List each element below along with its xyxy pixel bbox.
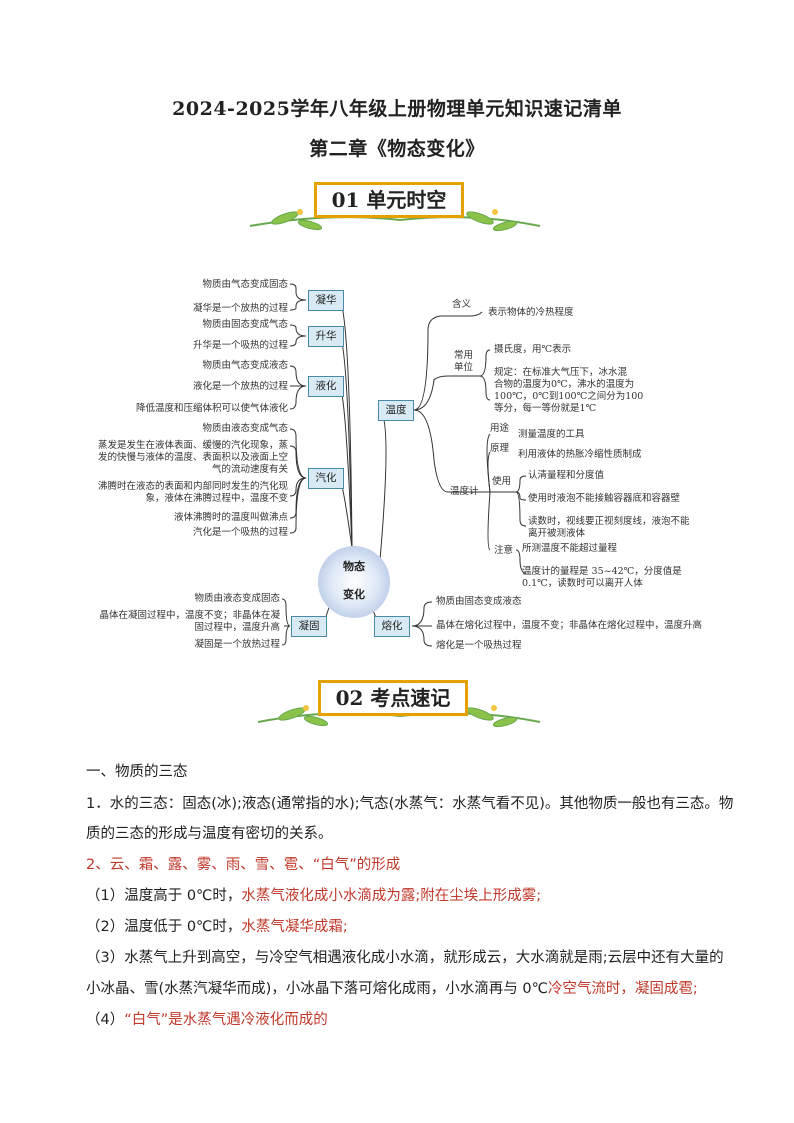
chapter-title: 第二章《物态变化》 [309,138,485,160]
danwei-item: 100℃，0℃到100℃之间分为100 [494,391,644,402]
paragraph-1-line-1: 1．水的三态：固态(冰);液态(通常指的水);气态(水蒸气：水蒸气看不见)。其他… [86,796,734,812]
section-number-2: 02 [335,686,364,710]
list-item-1-lead: （1）温度高于 0℃时， [86,888,242,904]
qihua-item: 液体沸腾时的温度叫做沸点 [173,512,288,523]
yehua-item: 物质由气态变成液态 [202,360,288,371]
shiyong-item: 离开被测液体 [528,528,586,539]
node-ronghua: 熔化 [374,616,410,637]
node-yehua: 液化 [308,376,344,397]
list-item-1: （1）温度高于 0℃时，水蒸气液化成小水滴成为露;附在尘埃上形成雾; [86,884,541,905]
ninghua-item: 物质由气态变成固态 [202,279,288,290]
yongtu-text: 测量温度的工具 [518,429,585,440]
wendu-hanyi-label: 含义 [452,299,472,310]
center-line-1: 物态 [343,560,365,573]
section-heading: 一、物质的三态 [86,764,188,780]
list-item-3-lead: 小冰晶、雪(水蒸汽凝华而成)，小冰晶下落可熔化成雨，小水滴再与 0℃ [86,981,548,997]
paragraph-1-line-2: 质的三态的形成与温度有密切的关系。 [86,826,333,842]
zhuyi-item: 所测温度不能超过量程 [522,543,618,554]
list-item-3-line-2: 小冰晶、雪(水蒸汽凝华而成)，小冰晶下落可熔化成雨，小水滴再与 0℃冷空气流时，… [86,977,698,998]
shiyong-label: 使用 [492,476,512,487]
yongtu-label: 用途 [490,423,510,434]
node-ninggu: 凝固 [291,616,327,637]
ninggu-item: 凝固是一个放热过程 [194,639,280,650]
ninggu-item: 晶体在凝固过程中，温度不变；非晶体在凝 [99,610,280,621]
yehua-item: 降低温度和压缩体积可以使气体液化 [135,403,288,414]
wendu-hanyi-text: 表示物体的冷热程度 [488,307,574,318]
qihua-item: 蒸发是发生在液体表面、缓慢的汽化现象，蒸 [97,440,288,451]
qihua-item: 物质由液态变成气态 [202,423,288,434]
danwei-item: 合物的温度为0℃，沸水的温度为 [494,379,635,390]
section-banner-2: 02 考点速记 [318,680,468,716]
list-item-3-line-1: （3）水蒸气上升到高空，与冷空气相遇液化成小水滴，就形成云，大水滴就是雨;云层中… [86,950,724,966]
zhuyi-item: 0.1℃，读数时可以离开人体 [522,578,643,589]
section-banner-1: 01 单元时空 [314,182,464,218]
node-ninghua: 凝华 [308,290,344,311]
danwei-item: 摄氏度，用℃表示 [494,344,572,355]
node-qihua: 汽化 [308,468,344,489]
list-item-4-lead: （4） [86,1012,125,1028]
zhuyi-label: 注意 [494,545,514,556]
wendu-danwei-label: 常用 [454,350,474,361]
ronghua-item: 熔化是一个吸热过程 [436,640,522,651]
shenghua-item: 升华是一个吸热的过程 [192,340,288,351]
list-item-3-highlight: 冷空气流时，凝固成雹; [547,981,698,997]
zhuyi-item: 温度计的量程是 35~42℃，分度值是 [522,566,682,577]
wendu-danwei-label: 单位 [454,362,474,373]
section-number-1: 01 [331,188,360,212]
leaf-decoration-1 [249,209,541,232]
list-item-4-highlight: “白气”是水蒸气遇冷液化而成的 [124,1012,328,1028]
qihua-item: 发的快慢与液体的温度、表面积以及液面上空 [97,452,288,463]
list-item-1-highlight: 水蒸气液化成小水滴成为露;附在尘埃上形成雾; [241,888,542,904]
list-item-2: （2）温度低于 0℃时，水蒸气凝华成霜; [86,915,348,936]
center-line-2: 变化 [343,588,365,601]
yehua-item: 液化是一个放热的过程 [192,381,288,392]
node-shenghua: 升华 [308,326,344,347]
section-label-1: 单元时空 [366,188,447,212]
node-wendu: 温度 [378,400,414,421]
shiyong-item: 认清量程和分度值 [528,470,605,481]
list-item-2-lead: （2）温度低于 0℃时， [86,919,242,935]
yuanli-text: 利用液体的热胀冷缩性质制成 [518,449,642,460]
shenghua-item: 物质由固态变成气态 [202,319,288,330]
paragraph-2: 2、云、霜、露、雾、雨、雪、雹、“白气”的形成 [86,857,401,873]
page-title: 2024-2025学年八年级上册物理单元知识速记清单 [172,98,622,120]
leaf-decoration-2 [257,705,541,728]
section-label-2: 考点速记 [370,686,451,710]
shiyong-item: 使用时液泡不能接触容器底和容器壁 [528,493,681,504]
qihua-item: 汽化是一个吸热的过程 [192,527,288,538]
ronghua-item: 物质由固态变成液态 [436,596,522,607]
list-item-2-highlight: 水蒸气凝华成霜; [241,919,348,935]
qihua-item: 气的流动速度有关 [211,464,288,475]
list-item-4: （4）“白气”是水蒸气遇冷液化而成的 [86,1008,328,1029]
danwei-item: 等分，每一等份就是1℃ [494,403,597,414]
ninggu-item: 物质由液态变成固态 [194,593,280,604]
qihua-item: 象，液体在沸腾过程中，温度不变 [145,493,288,504]
yuanli-label: 原理 [490,443,510,454]
ronghua-item: 晶体在熔化过程中，温度不变；非晶体在熔化过程中，温度升高 [436,620,703,631]
ninggu-item: 固过程中，温度升高 [194,622,280,633]
shiyong-item: 读数时，视线要正视刻度线，液泡不能 [528,516,690,527]
qihua-item: 沸腾时在液态的表面和内部同时发生的汽化现 [97,481,288,492]
ninghua-item: 凝华是一个放热的过程 [192,303,288,314]
mindmap-center: 物态 变化 [318,546,390,618]
wenduji-label: 温度计 [450,486,479,497]
danwei-item: 规定：在标准大气压下，冰水混 [494,367,628,378]
